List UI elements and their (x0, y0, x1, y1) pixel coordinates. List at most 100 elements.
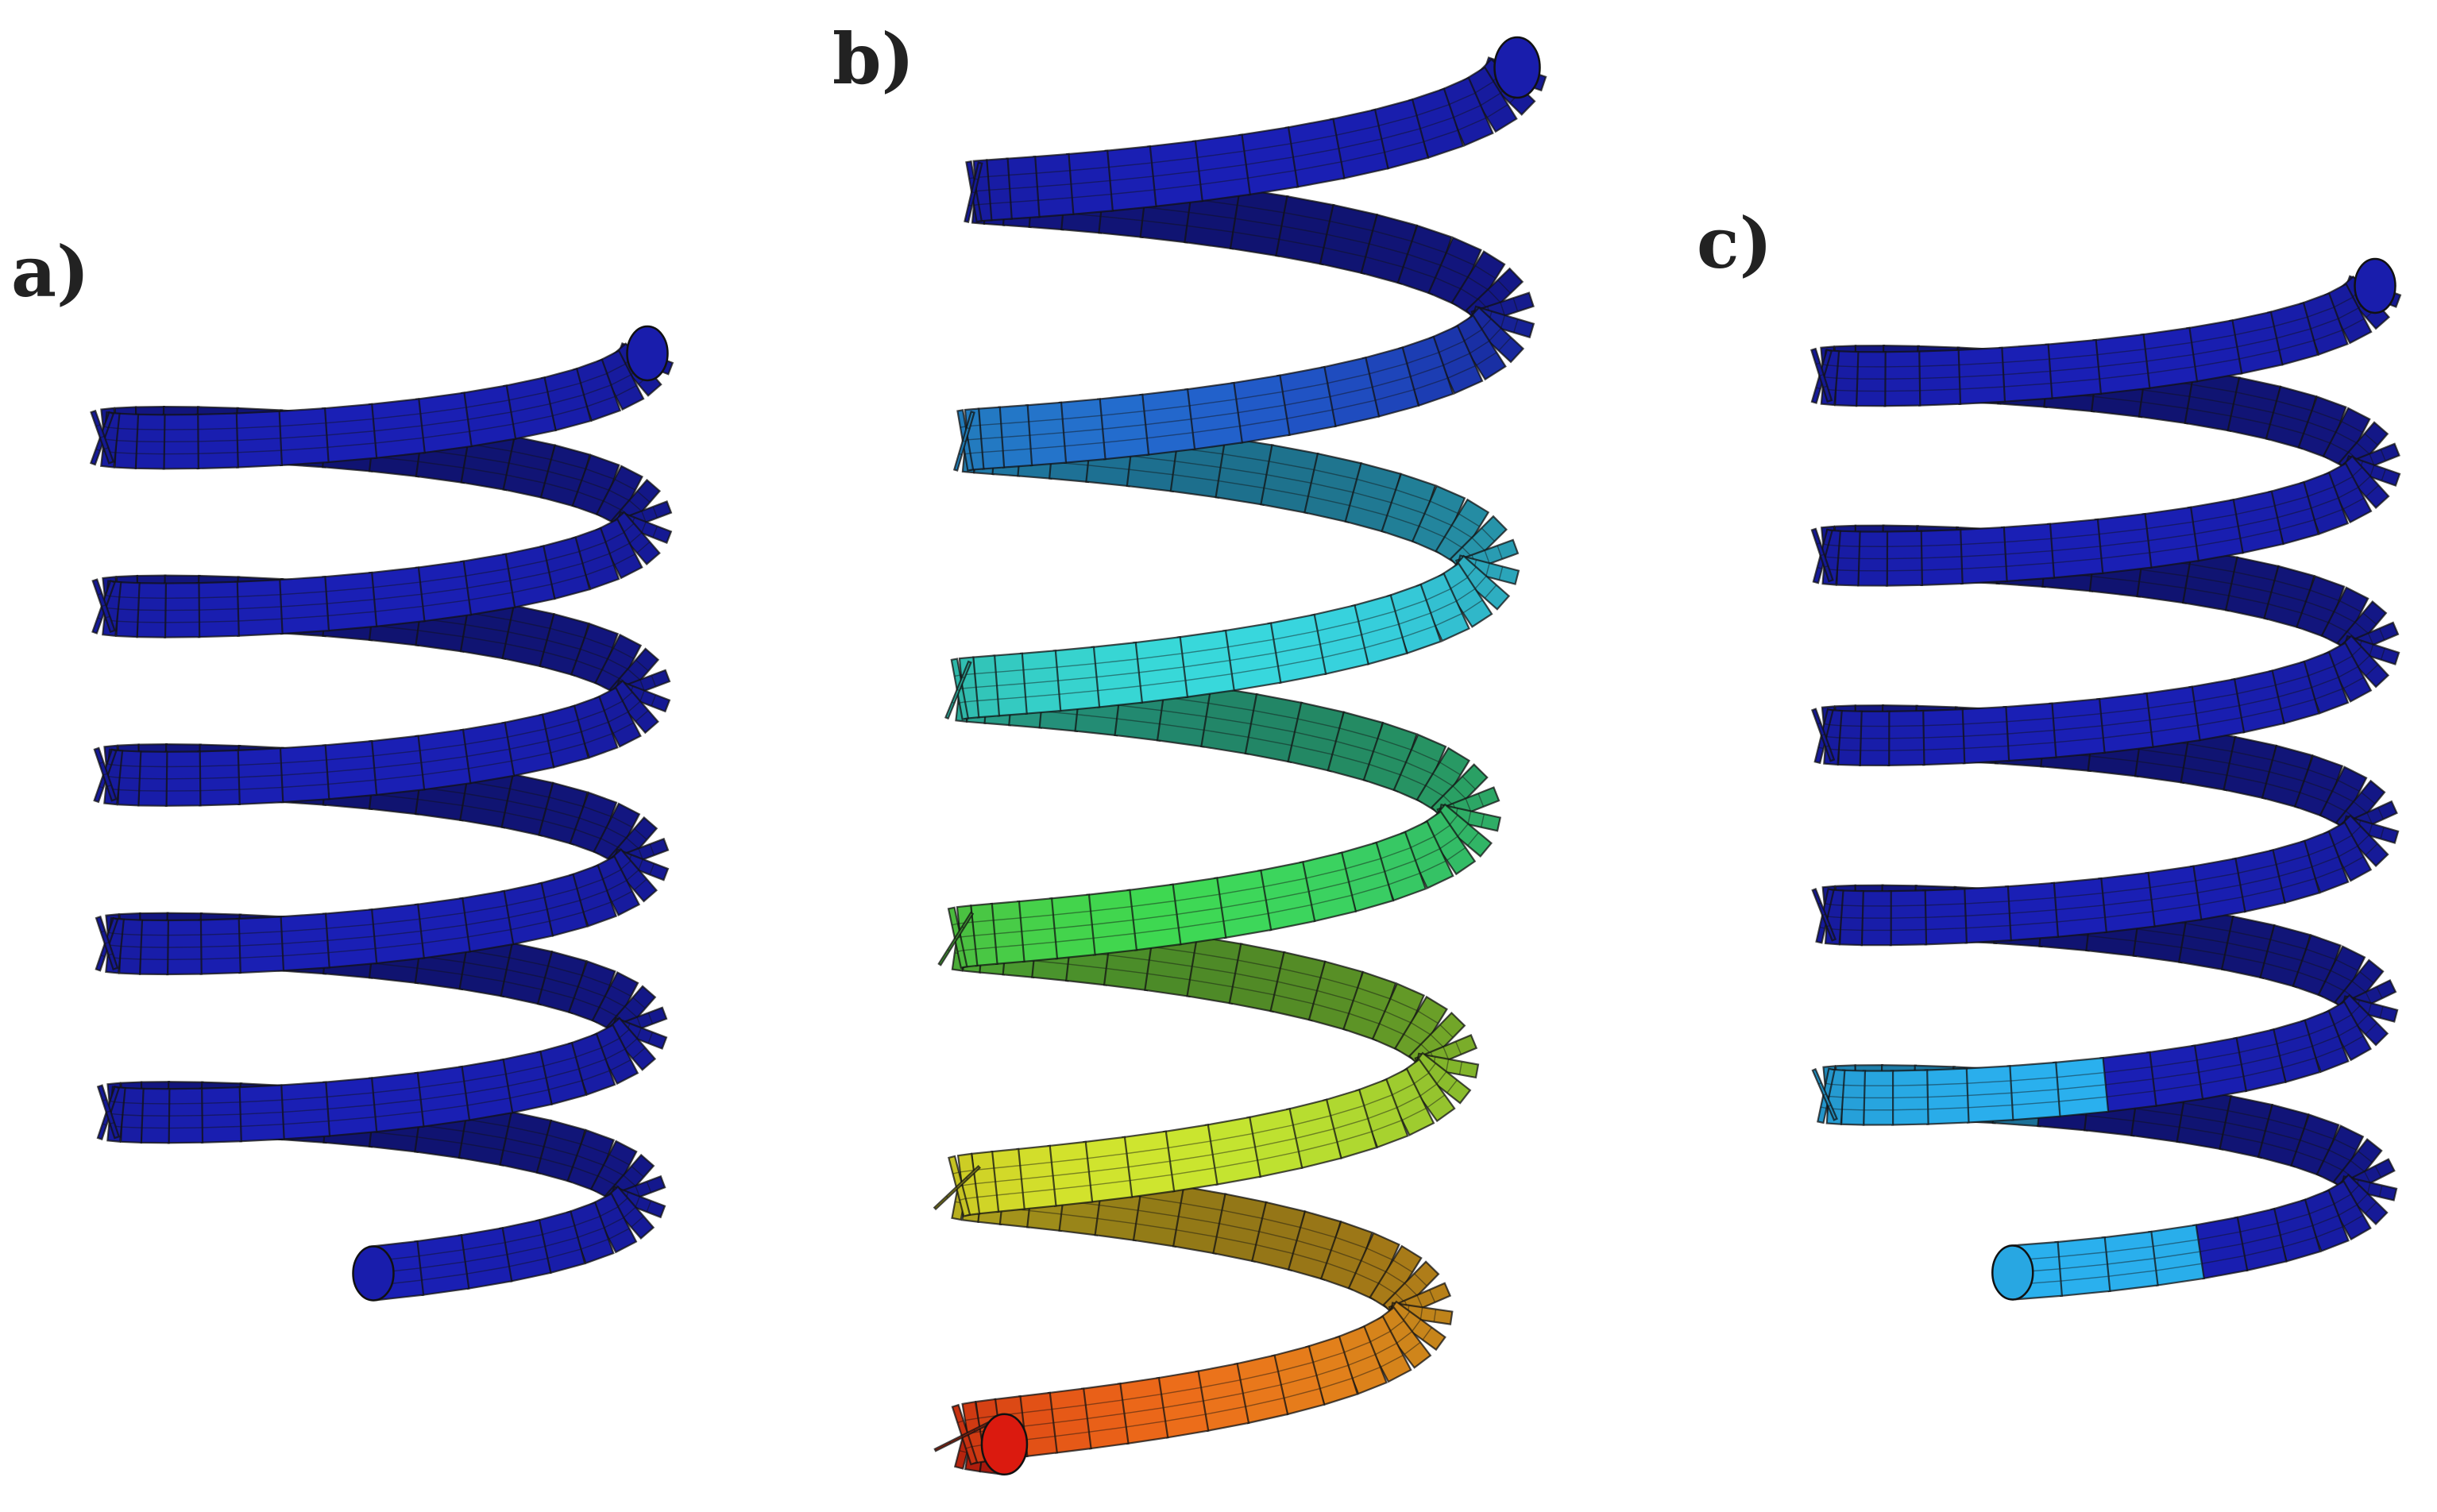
mesh-line (1458, 513, 1480, 527)
mesh-line (577, 491, 606, 503)
mesh-line (990, 201, 1010, 205)
mesh-line (466, 1097, 510, 1106)
mesh-line (2051, 546, 2099, 552)
coil-segment (593, 686, 642, 748)
mesh-line (1405, 352, 1439, 364)
mesh-line (952, 923, 958, 926)
mesh-line (547, 639, 581, 650)
mesh-line (1331, 1249, 1362, 1262)
mesh-line (2182, 947, 2227, 956)
mesh-line (238, 618, 281, 622)
mesh-line (1256, 1244, 1295, 1255)
mesh-line (168, 1115, 202, 1117)
mesh-line (635, 1196, 640, 1208)
mesh-line (961, 926, 964, 929)
coil-segment (2323, 462, 2373, 524)
mesh-line (2092, 576, 2141, 583)
mesh-line (979, 422, 1001, 426)
mesh-line (994, 931, 1022, 935)
mesh-line (639, 690, 645, 702)
mesh-line (1465, 798, 1472, 812)
mesh-line (2099, 372, 2148, 380)
mesh-line (1143, 220, 1188, 227)
mesh-line (1088, 1426, 1126, 1433)
mesh-line (464, 1254, 507, 1263)
mesh-line (577, 1059, 606, 1070)
mesh-line (2354, 622, 2369, 634)
spring-c (1810, 257, 2402, 1301)
mesh-line (1068, 963, 1108, 970)
mesh-line (2331, 1014, 2352, 1027)
mesh-line (2058, 1096, 2107, 1102)
mesh-line (993, 917, 1021, 921)
mesh-line (2192, 514, 2236, 523)
mesh-line (639, 679, 645, 692)
coil-segment (118, 918, 144, 975)
mesh-line (2273, 496, 2308, 507)
coil-segment (566, 1128, 616, 1193)
mesh-line (326, 1092, 373, 1098)
mesh-line (1191, 426, 1239, 434)
mesh-line (95, 448, 101, 452)
mesh-line (616, 385, 637, 397)
coil-segment (593, 802, 641, 864)
mesh-line (2059, 1263, 2107, 1270)
mesh-line (2332, 790, 2354, 803)
coil-segment (591, 970, 639, 1032)
mesh-line (508, 740, 548, 750)
mesh-line (1335, 1236, 1367, 1249)
mesh-line (1476, 352, 1497, 366)
mesh-line (1827, 916, 1841, 919)
mesh-line (1064, 442, 1103, 447)
mesh-line (1379, 847, 1411, 860)
mesh-line (1249, 736, 1293, 746)
mesh-line (374, 1111, 422, 1118)
mesh-line (2006, 717, 2053, 723)
mesh-line (2314, 509, 2342, 521)
mesh-line (419, 630, 465, 638)
mesh-line (1276, 1362, 1313, 1373)
mesh-line (422, 599, 469, 608)
mesh-line (2350, 1160, 2366, 1172)
mesh-line (2001, 358, 2049, 364)
mesh-line (604, 363, 626, 376)
mesh-line (1337, 1131, 1372, 1143)
mesh-line (1145, 206, 1190, 214)
mesh-line (1817, 566, 1822, 569)
mesh-line (545, 977, 579, 988)
mesh-line (1420, 860, 1446, 874)
mesh-line (2142, 401, 2189, 410)
mesh-line (510, 788, 550, 798)
mesh-line (1357, 611, 1395, 623)
mesh-line (1198, 164, 1246, 172)
mesh-line (2140, 580, 2188, 589)
mesh-line (1204, 1406, 1246, 1415)
mesh-line (1887, 569, 1921, 572)
coil-segment (2323, 1180, 2372, 1241)
mesh-line (1245, 1398, 1284, 1408)
mesh-line (1458, 118, 1486, 131)
mesh-line (960, 1198, 966, 1201)
mesh-line (512, 450, 551, 461)
mesh-line (2199, 1075, 2243, 1086)
coil-segment (2297, 395, 2347, 460)
mesh-line (2241, 708, 2281, 719)
mesh-line (1415, 104, 1449, 117)
mesh-line (1055, 937, 1093, 943)
mesh-line (1839, 737, 1861, 739)
mesh-line (1462, 600, 1483, 614)
panel-label-a: a) (11, 230, 90, 313)
mesh-line (2273, 412, 2309, 423)
mesh-line (2369, 453, 2375, 466)
mesh-line (1816, 542, 1821, 545)
coil-segment (90, 409, 115, 465)
mesh-line (97, 617, 102, 620)
mesh-line (202, 1125, 241, 1128)
mesh-line (2151, 1239, 2198, 1248)
mesh-line (1050, 1158, 1087, 1163)
mesh-line (1262, 1217, 1301, 1228)
mesh-line (956, 1186, 959, 1190)
mesh-line (326, 442, 375, 449)
mesh-line (2139, 749, 2187, 757)
mesh-line (1294, 161, 1341, 172)
